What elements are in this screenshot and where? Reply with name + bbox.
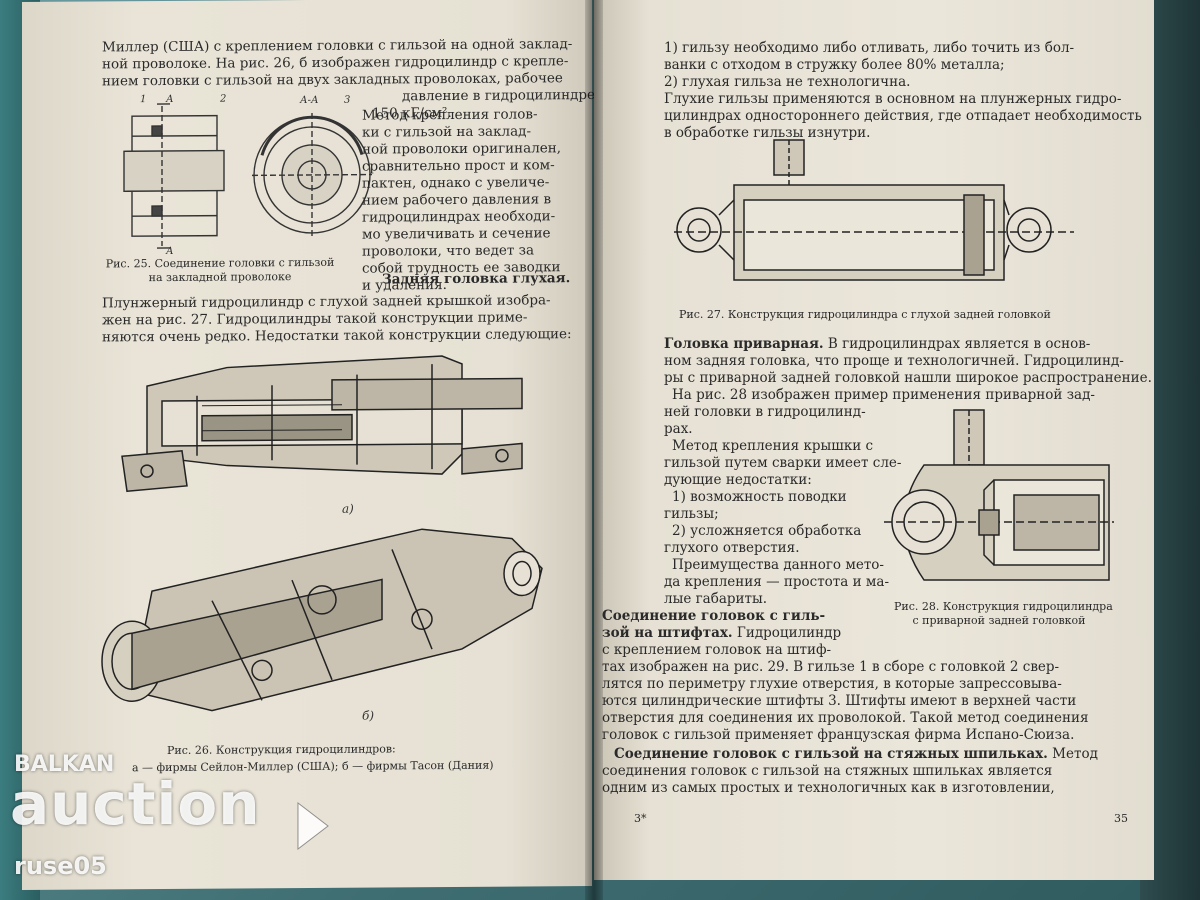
right-col-line: глухого отверстия. [664, 540, 800, 556]
left-col-line: гидроцилиндрах необходи- [362, 208, 556, 226]
fig28-caption-line: с приварной задней головкой [912, 614, 1086, 627]
figure-28-drawing [884, 409, 1114, 581]
right-col-line: гильзой путем сварки имеет сле- [664, 455, 902, 471]
right-col-line: 1) возможность поводки [672, 489, 847, 505]
left-page: Миллер (США) с креплением головки с гиль… [22, 0, 596, 890]
right-col-line: 2) усложняется обработка [672, 523, 862, 539]
footer-signature-mark: 3* [634, 812, 647, 825]
right-text-line: лятся по периметру глухие отверстия, в к… [602, 676, 1062, 692]
figure-27-drawing [674, 139, 1074, 281]
watermark-user: ruse05 [14, 852, 107, 880]
left-text-line: давление в гидроцилиндре [402, 86, 596, 105]
right-text-line: тах изображен на рис. 29. В гильзе 1 в с… [602, 659, 1060, 675]
right-text-line: Гидроцилиндр [732, 625, 842, 641]
right-text-line: отверстия для соединения их проволокой. … [602, 710, 1089, 726]
left-col-line: нием рабочего давления в [362, 191, 552, 209]
right-text-line: ном задняя головка, что проще и технолог… [664, 353, 1124, 369]
book-gutter [585, 0, 603, 900]
fig27-caption: Рис. 27. Конструкция гидроцилиндра с глу… [679, 308, 1051, 321]
fig28-caption-line: Рис. 28. Конструкция гидроцилиндра [894, 600, 1113, 613]
right-text-line: одним из самых простых и технологичных к… [602, 780, 1055, 796]
right-text-line: цилиндрах одностороннего действия, где о… [664, 108, 1142, 124]
right-text-line: ней головки в гидроцилинд- [664, 404, 866, 420]
left-col-line: Метод крепления голов- [362, 106, 538, 124]
left-col-line: сравнительно прост и ком- [362, 157, 555, 175]
fig25-label-section: А-А [299, 95, 319, 106]
subheading-rear-head: Задняя головка глухая. [382, 270, 571, 288]
play-triangle-icon [297, 801, 329, 851]
left-col-line: мо увеличивать и сечение [362, 225, 551, 243]
right-text-line: головок с гильзой применяет французская … [602, 727, 1075, 743]
page-number: 35 [1114, 812, 1128, 825]
right-col-line: да крепления — простота и ма- [664, 574, 890, 590]
right-col-line: дующие недостатки: [664, 472, 812, 488]
subheading-studs: Соединение головок с гильзой на стяжных … [614, 746, 1048, 762]
left-col-line: пактен, однако с увеличе- [362, 174, 550, 192]
fig26-label-b: б) [362, 709, 374, 723]
figure-25-drawing: 1 А 2 А-А 3 А [123, 94, 372, 257]
fig25-label-3: 3 [344, 95, 350, 106]
fig25-caption-line: на закладной проволоке [148, 270, 292, 285]
right-text-line: На рис. 28 изображен пример применения п… [672, 387, 1095, 403]
right-text-line: Глухие гильзы применяются в основном на … [664, 91, 1122, 107]
watermark-brand-top: BALKAN [14, 752, 115, 777]
right-col-line: Метод крепления крышки с [672, 438, 874, 454]
left-col-line: проволоки, что ведет за [362, 242, 535, 260]
right-text-line: ры с приварной задней головкой нашли шир… [664, 370, 1152, 386]
figure-26b-drawing: б) [101, 528, 543, 723]
fig26-caption-line: Рис. 26. Конструкция гидроцилиндров: [167, 742, 396, 757]
fig25-label-a1: А [165, 94, 174, 105]
subheading-pins-line: Соединение головок с гиль- [602, 608, 826, 624]
watermark-brand-main: auction [10, 770, 261, 838]
right-text-line: 1) гильзу необходимо либо отливать, либо… [664, 40, 1075, 56]
right-text-line: 2) глухая гильза не технологична. [664, 74, 911, 90]
right-text-line: рах. [664, 421, 693, 437]
fig25-label-1: 1 [140, 94, 146, 105]
right-text-line: в обработке гильзы изнутри. [664, 125, 871, 141]
left-col-line: ки с гильзой на заклад- [362, 123, 532, 141]
figure-26a-drawing: а) [121, 355, 523, 516]
right-text-line: соединения головок с гильзой на стяжных … [602, 763, 1053, 779]
right-text-line: В гидроцилиндрах является в основ- [823, 336, 1091, 352]
fig25-caption-line: Рис. 25. Соединение головки с гильзой [105, 255, 335, 271]
fig25-label-a2: А [165, 246, 174, 257]
right-col-line: лые габариты. [664, 591, 768, 607]
fig26-label-a: а) [342, 502, 354, 516]
right-col-line: гильзы; [664, 506, 719, 522]
right-col-line: Преимущества данного мето- [672, 557, 884, 573]
right-text-line: ванки с отходом в стружку более 80% мета… [664, 57, 1005, 73]
right-text-line: Метод [1047, 746, 1098, 762]
left-col-line: ной проволоки оригинален, [362, 140, 562, 158]
right-page: 1) гильзу необходимо либо отливать, либо… [594, 0, 1154, 880]
right-text-line: с креплением головок на штиф- [602, 642, 832, 658]
subheading-welded-head: Головка приварная. [664, 336, 824, 352]
fig25-label-2: 2 [219, 94, 226, 105]
subheading-pins-line: зой на штифтах. [602, 625, 733, 641]
right-text-line: ются цилиндрические штифты 3. Штифты име… [602, 693, 1077, 709]
